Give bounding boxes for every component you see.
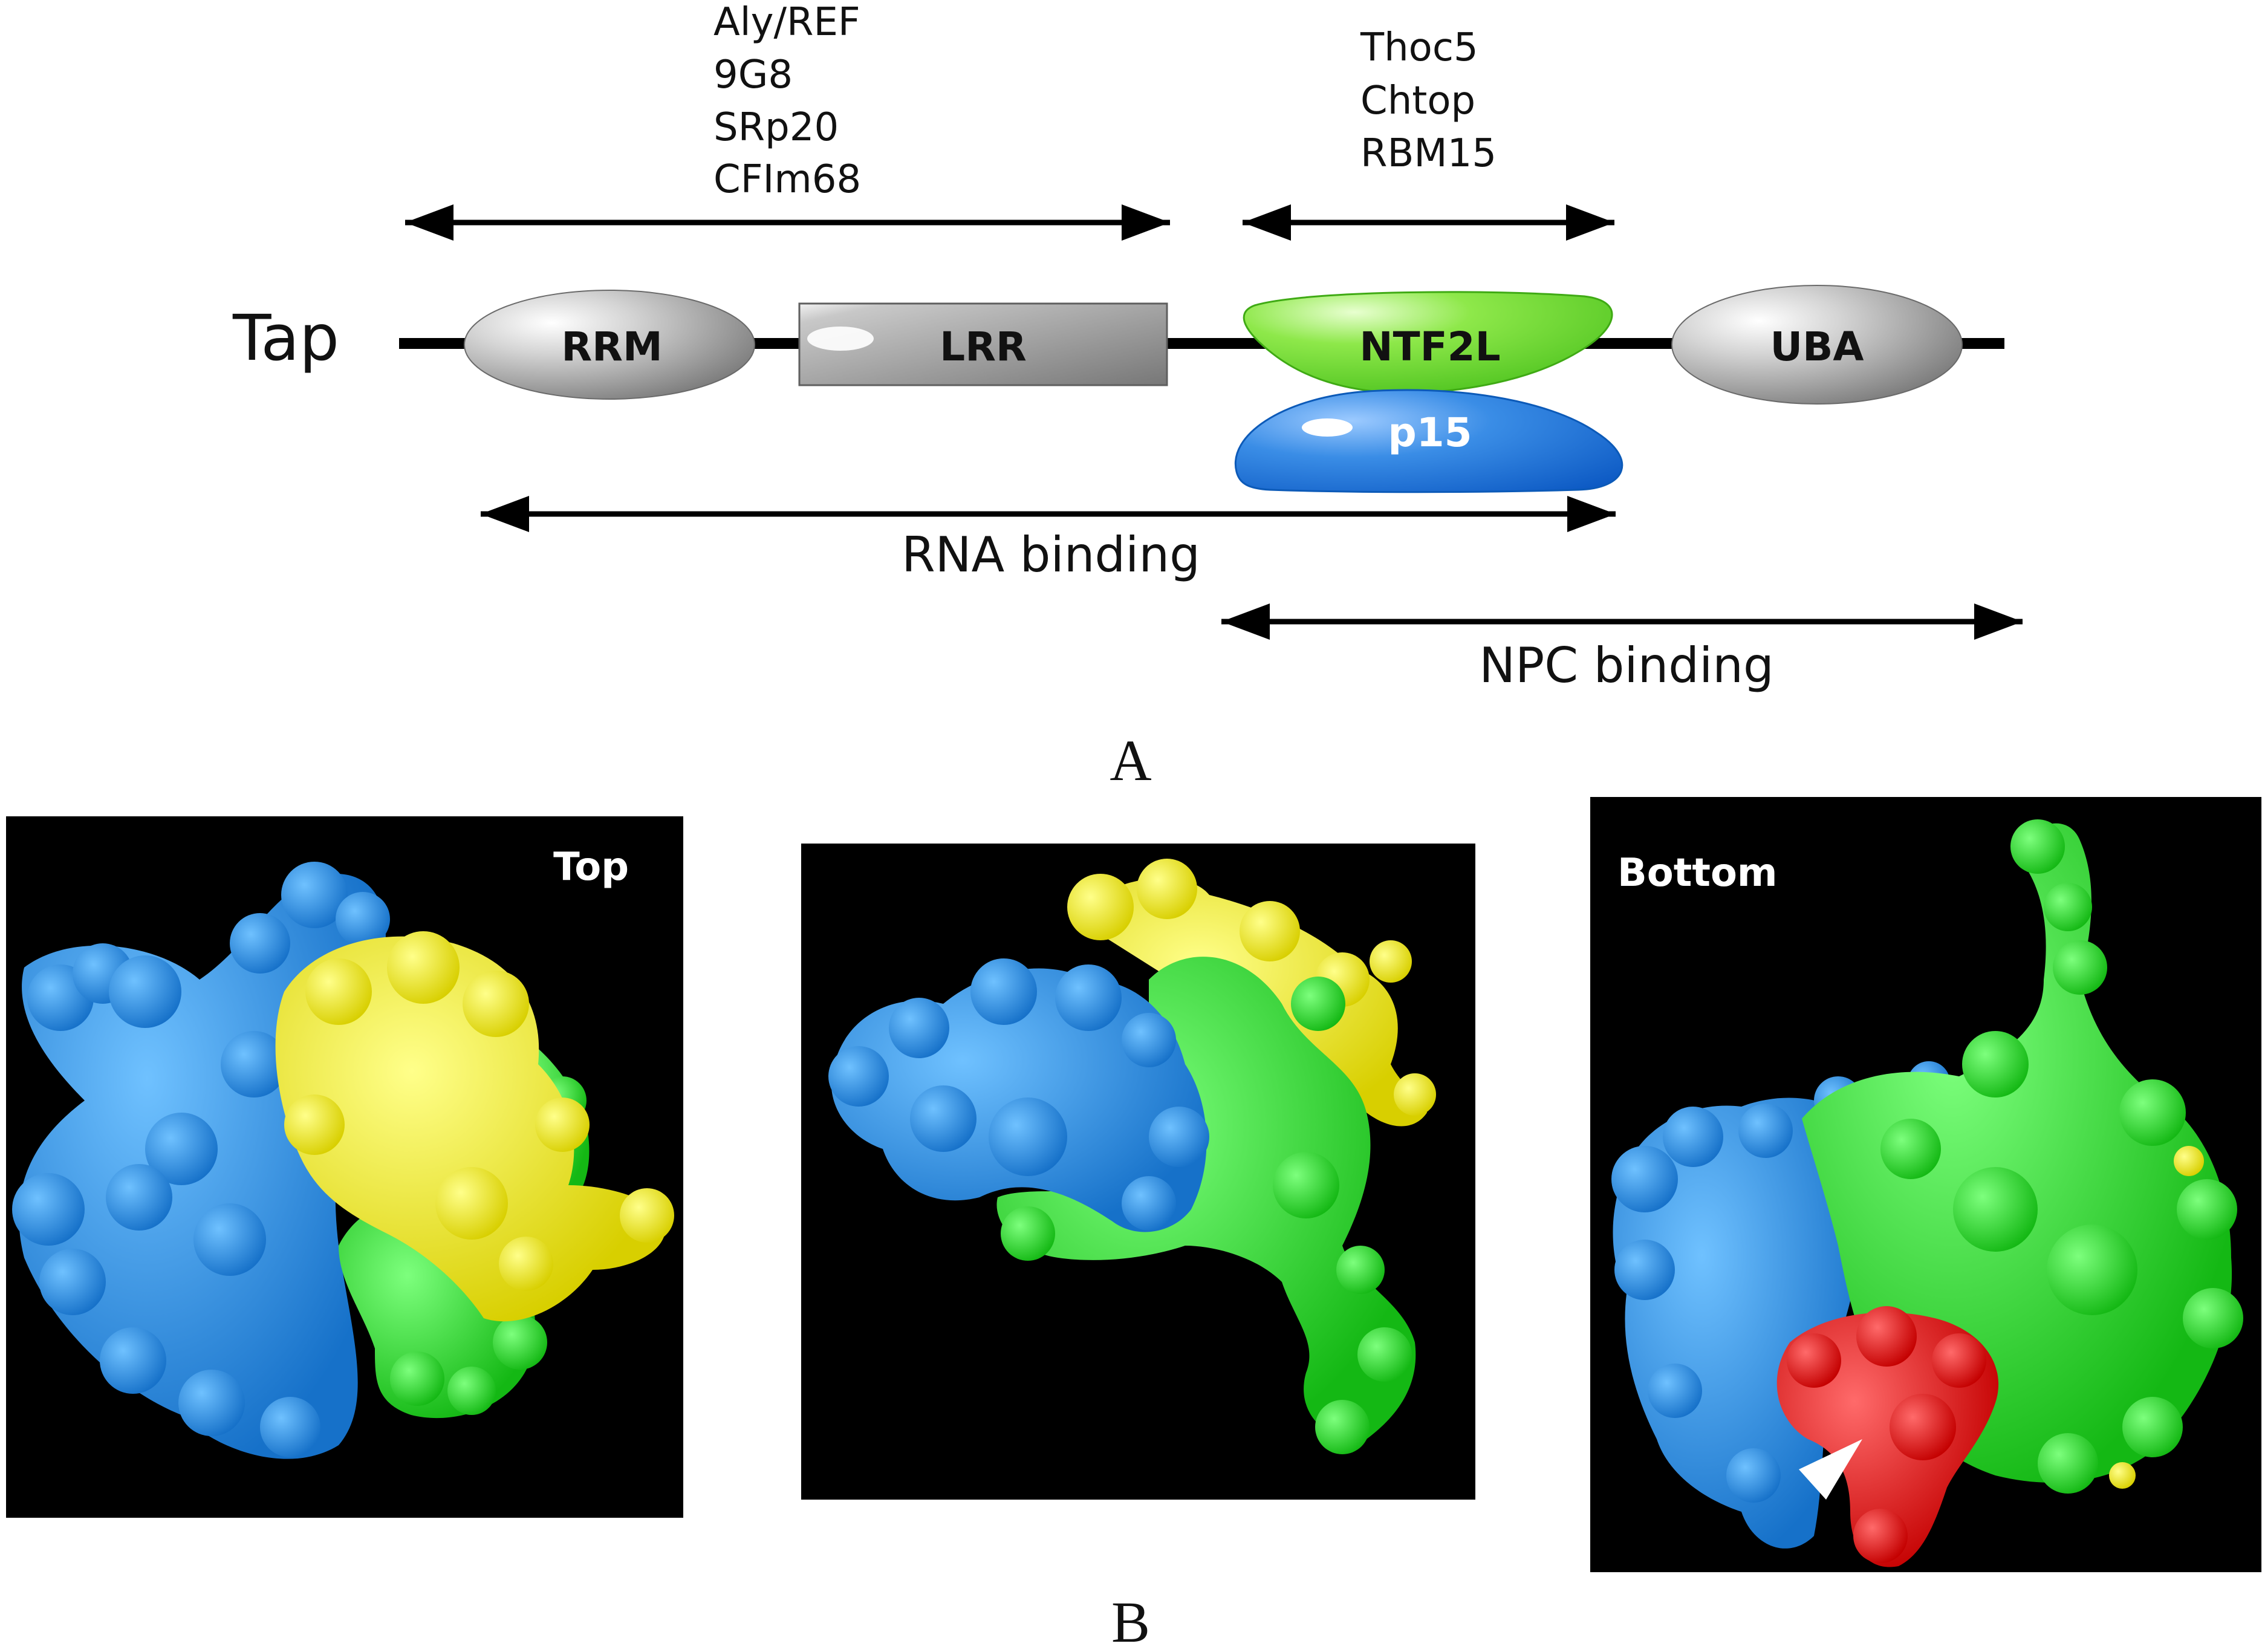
protein-label-tap: Tap <box>232 301 339 375</box>
surface-blue-region <box>12 862 390 1459</box>
rna-binding-label: RNA binding <box>902 527 1200 583</box>
binder-srp20: SRp20 <box>713 105 839 150</box>
surface-red-region <box>1776 1306 1999 1567</box>
structure-view-middle <box>801 844 1475 1500</box>
rrm-domain: RRM <box>464 290 755 400</box>
surface-blue-region <box>828 958 1209 1232</box>
binder-rbm15: RBM15 <box>1360 131 1497 176</box>
uba-domain: UBA <box>1671 285 1963 405</box>
uba-label: UBA <box>1770 324 1864 370</box>
surface-green-region <box>996 957 1416 1454</box>
arrowhead-marker <box>1799 1439 1862 1500</box>
view-label-top: Top <box>553 845 629 889</box>
p15-protein: p15 <box>1234 389 1623 493</box>
lrr-label: LRR <box>940 324 1027 370</box>
binder-chtop: Chtop <box>1360 79 1475 123</box>
npc-binding-label: NPC binding <box>1479 637 1774 694</box>
rrm-label: RRM <box>561 324 662 370</box>
panel-a: Aly/REF 9G8 SRp20 CFIm68 Thoc5 Chtop RBM… <box>232 0 2023 793</box>
panel-label-a: A <box>1110 728 1151 793</box>
structure-view-top: Top <box>6 816 683 1518</box>
panel-b: Top <box>6 797 2261 1652</box>
ntf2l-domain: NTF2L <box>1243 291 1613 394</box>
p15-label: p15 <box>1388 409 1472 456</box>
surface-yellow-region <box>275 931 674 1322</box>
lrr-domain: LRR <box>798 302 1168 386</box>
binder-cfim68: CFIm68 <box>713 157 861 202</box>
ntf2l-label: NTF2L <box>1359 324 1500 370</box>
structure-view-bottom: Bottom <box>1590 797 2261 1572</box>
binder-aly-ref: Aly/REF <box>713 0 860 45</box>
panel-label-b: B <box>1111 1590 1150 1652</box>
binder-thoc5: Thoc5 <box>1360 25 1478 70</box>
binder-9g8: 9G8 <box>713 53 793 97</box>
view-label-bottom: Bottom <box>1617 851 1778 896</box>
surface-yellow-region <box>2109 1146 2204 1489</box>
